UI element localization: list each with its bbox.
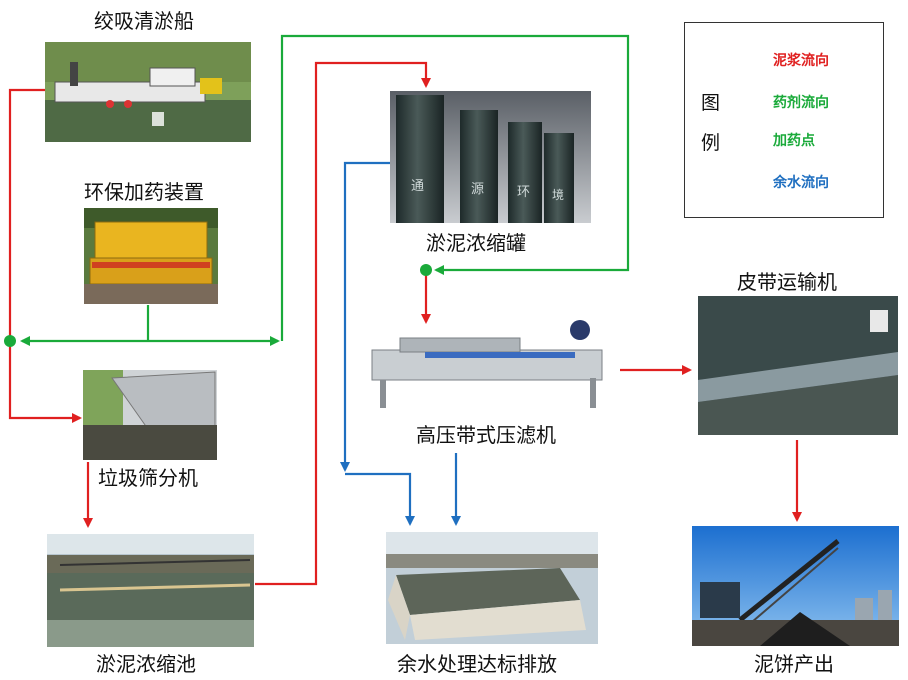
legend-title-bottom: 例 (701, 128, 720, 155)
dosing-point (420, 264, 432, 276)
screen-photo (83, 370, 217, 460)
label-press: 高压带式压滤机 (416, 424, 556, 446)
press-photo (366, 320, 616, 412)
tank-glyph: 境 (552, 187, 564, 202)
legend-item-reagent: 药剂流向 (773, 92, 829, 112)
pond-photo (47, 534, 254, 647)
legend-item-slurry: 泥浆流向 (773, 50, 829, 70)
legend-title-top: 图 (701, 88, 720, 115)
label-conveyor: 皮带运输机 (737, 271, 837, 293)
label-thickening-tank: 淤泥浓缩罐 (426, 232, 526, 254)
label-discharge: 余水处理达标排放 (397, 653, 557, 675)
tank-glyph: 通 (411, 179, 424, 194)
dosing-unit-photo (84, 208, 218, 304)
label-pond: 淤泥浓缩池 (96, 653, 196, 675)
tanks-photo: 通 源 环 境 (390, 91, 591, 223)
label-dredger: 绞吸清淤船 (94, 10, 194, 32)
dosing-point (4, 335, 16, 347)
label-dosing-unit: 环保加药装置 (84, 181, 204, 203)
tank-glyph: 环 (517, 185, 530, 200)
dredger-photo (45, 42, 251, 142)
cake-photo (692, 526, 899, 646)
label-cake: 泥饼产出 (754, 653, 834, 675)
label-screen: 垃圾筛分机 (98, 467, 198, 489)
legend-item-dosing-point: 加药点 (773, 130, 815, 150)
conveyor-photo (698, 296, 898, 435)
tank-glyph: 源 (471, 182, 484, 197)
discharge-photo (386, 532, 598, 644)
legend-item-water: 余水流向 (773, 172, 829, 192)
